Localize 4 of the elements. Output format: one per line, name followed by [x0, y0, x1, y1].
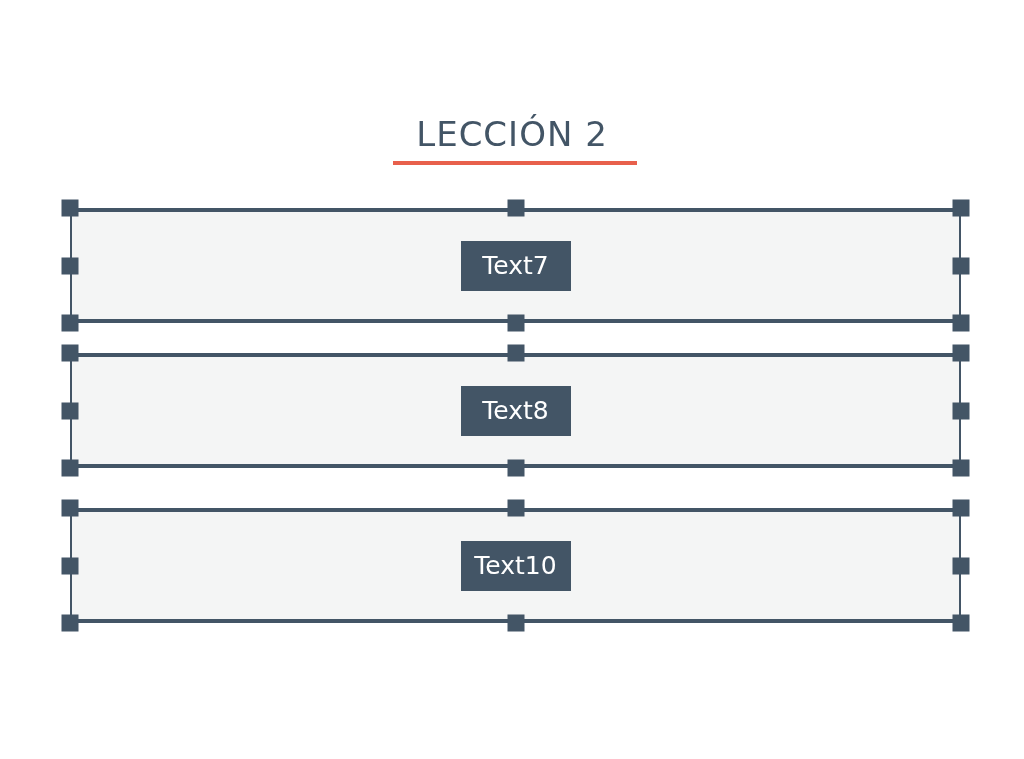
text-label: Text8: [460, 385, 571, 436]
title: LECCIÓN 2: [416, 113, 608, 156]
text-label: Text7: [460, 240, 571, 291]
text-label: Text10: [460, 540, 571, 591]
